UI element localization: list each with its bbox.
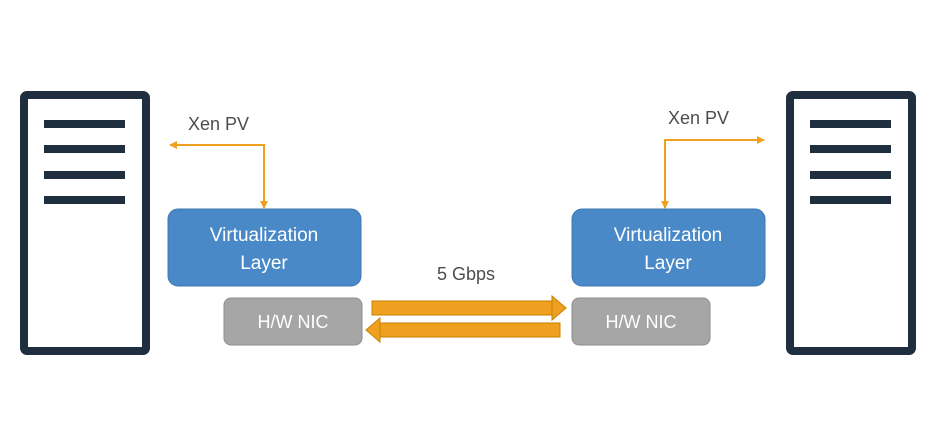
right-server-icon <box>786 91 916 355</box>
forward-link-arrow <box>371 294 567 322</box>
left-nic-box: H/W NIC <box>223 297 363 346</box>
left-nic-label: H/W NIC <box>258 312 329 332</box>
right-nic-label: H/W NIC <box>606 312 677 332</box>
reverse-link-arrow <box>365 316 561 344</box>
right-virtualization-box: Virtualization Layer <box>571 208 766 287</box>
left-virtualization-label-line1: Virtualization <box>210 225 318 246</box>
link-speed-label: 5 Gbps <box>437 264 495 284</box>
right-xen-connector <box>661 136 765 209</box>
left-virtualization-box: Virtualization Layer <box>167 208 362 287</box>
right-nic-box: H/W NIC <box>571 297 711 346</box>
left-server-icon <box>20 91 150 355</box>
right-xen-label: Xen PV <box>668 108 729 128</box>
left-xen-connector <box>169 141 268 209</box>
right-virtualization-label-line1: Virtualization <box>614 225 722 246</box>
left-xen-label: Xen PV <box>188 114 249 134</box>
right-virtualization-label-line2: Layer <box>644 253 692 274</box>
left-virtualization-label-line2: Layer <box>240 253 288 274</box>
